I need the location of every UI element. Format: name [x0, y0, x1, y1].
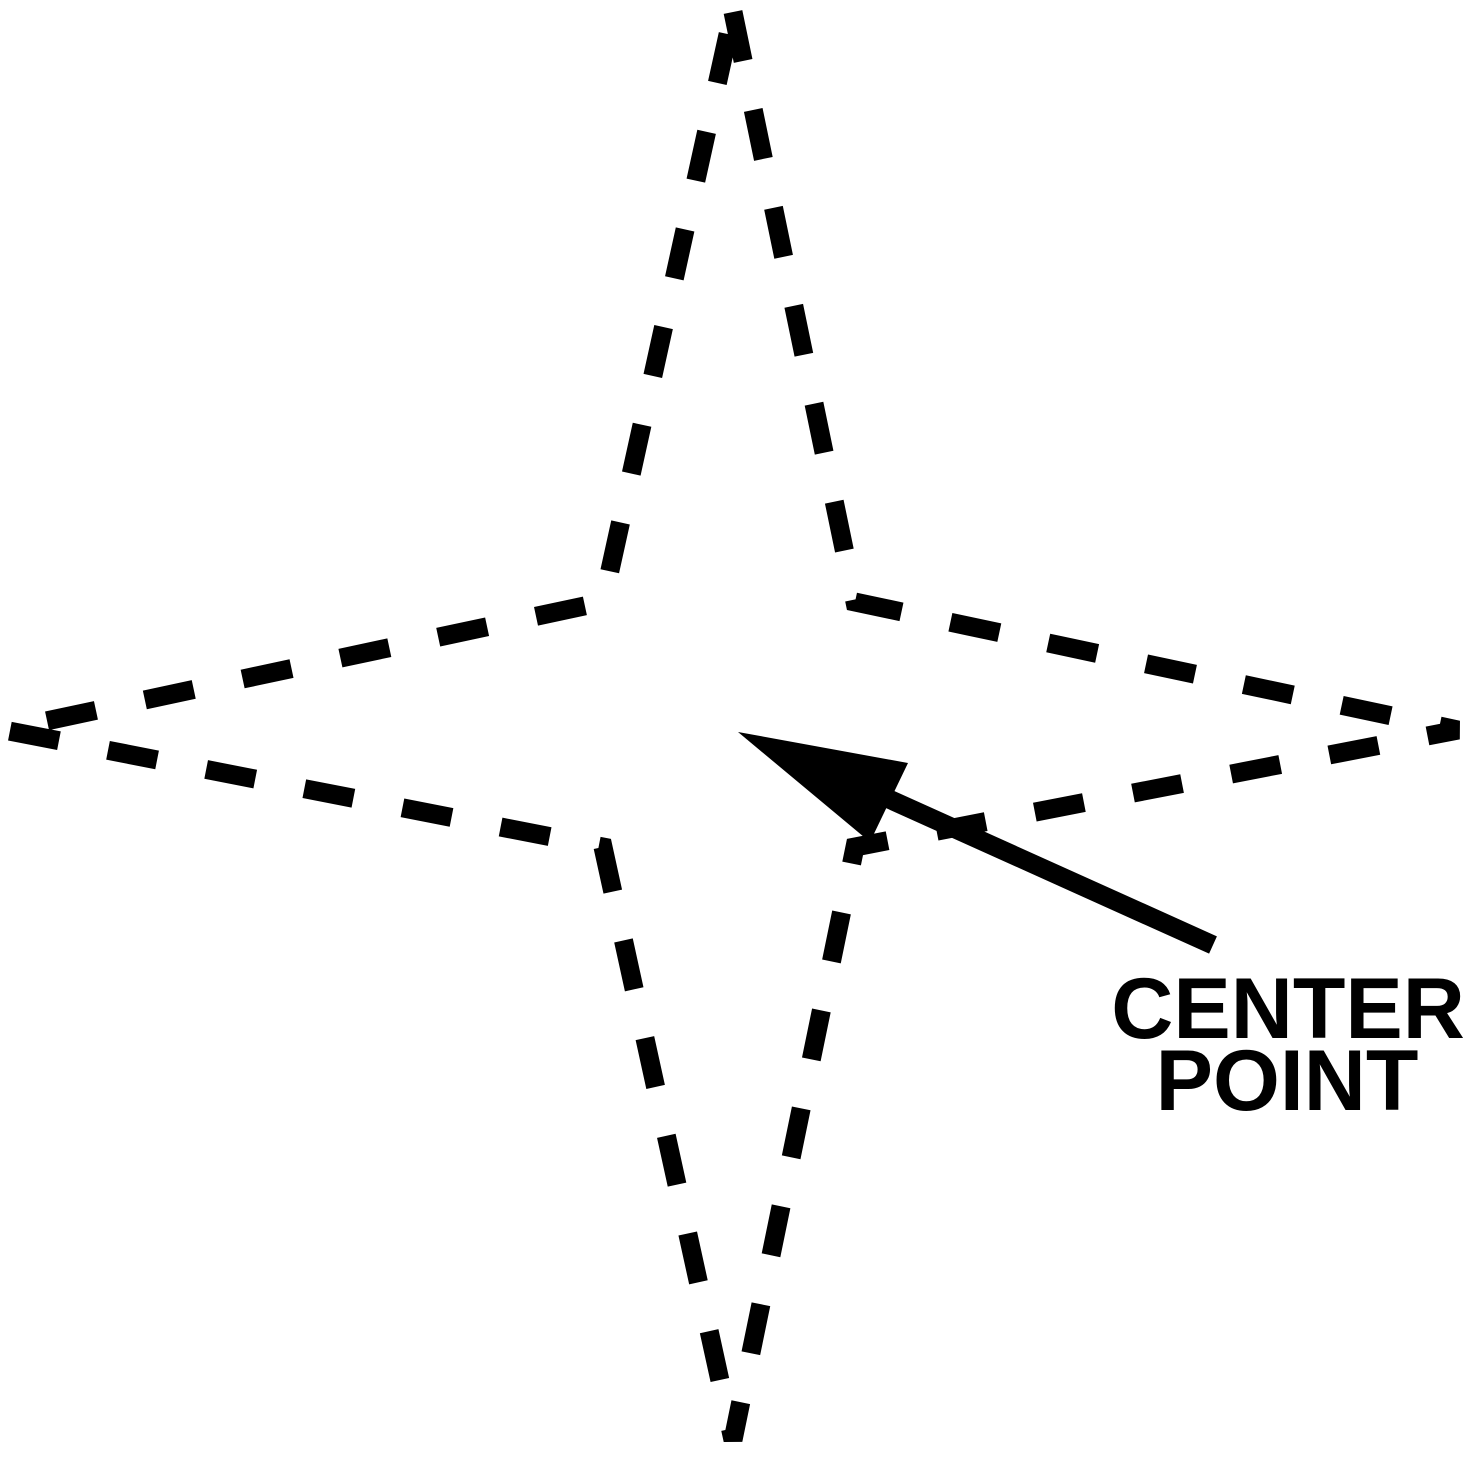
center-point-label: CENTER POINT [1111, 961, 1484, 1129]
star-outline [2, 9, 1460, 1443]
arrow-head [738, 732, 908, 842]
arrow-icon [738, 732, 1217, 954]
label-line-2: POINT [1156, 1033, 1419, 1129]
label-line-1: CENTER [1111, 961, 1465, 1057]
arrow-shaft [876, 786, 1217, 954]
